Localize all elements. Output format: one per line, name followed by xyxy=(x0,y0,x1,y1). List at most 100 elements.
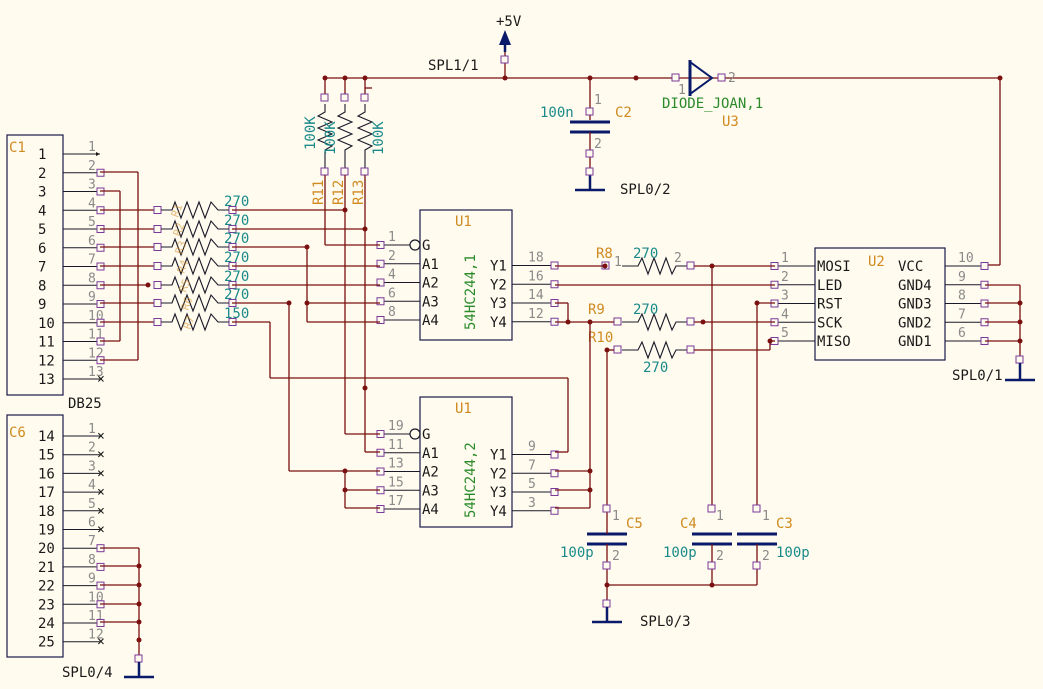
res-array-value-7: 150 xyxy=(224,306,249,322)
svg-text:1: 1 xyxy=(612,509,620,524)
power-rail: +5V SPL1/1 xyxy=(322,14,1003,266)
c1-pin-5: 5 xyxy=(38,222,46,238)
c1-pin-3: 3 xyxy=(38,185,46,201)
u2-rlabel-4: GND1 xyxy=(898,334,932,350)
c6-pin-num-14: 1 xyxy=(88,422,96,437)
u2-llabel-0: MOSI xyxy=(817,259,851,275)
c4-value: 100p xyxy=(663,545,697,561)
r12-ref: R12 xyxy=(331,180,347,205)
u2-lnum-4: 5 xyxy=(781,326,789,341)
c1-pin-num-2: 2 xyxy=(88,159,96,174)
res-array-value-2: 270 xyxy=(224,213,249,229)
c6-pin-num-17: 4 xyxy=(88,478,96,493)
u1a-pins-llabel-0: G xyxy=(422,238,430,254)
r10-ref: R10 xyxy=(588,330,613,346)
c6-pin-num-19: 6 xyxy=(88,516,96,531)
inverter-bubble-icon xyxy=(409,239,421,251)
c6-pin-21: 21 xyxy=(38,560,55,576)
u1a-pins-rnum-2: 14 xyxy=(528,288,544,303)
u1b-pins-rlabel-2: Y3 xyxy=(490,485,507,501)
c3-value: 100p xyxy=(776,545,810,561)
u1b-pins-lnum-1: 11 xyxy=(388,438,404,453)
res-pin xyxy=(153,243,162,251)
u2-rlabel-0: VCC xyxy=(898,259,923,275)
res-array-ref-2: R2 xyxy=(171,221,188,238)
c1-pin-1: 1 xyxy=(38,147,46,163)
r11-ref: R11 xyxy=(311,180,327,205)
r9-value: 270 xyxy=(633,302,658,318)
c6-pin-num-22: 9 xyxy=(88,572,96,587)
u2-lnum-2: 3 xyxy=(781,289,789,304)
u2-lnum-3: 4 xyxy=(781,307,789,322)
svg-text:1: 1 xyxy=(762,509,770,524)
res-array-value-4: 270 xyxy=(224,250,249,266)
u1a-pins-lnum-1: 2 xyxy=(388,249,396,264)
filter-capacitors: 1 2 C5 100p 1 2 C4 100p 1 2 C3 100p SPL0… xyxy=(560,504,810,630)
r13-ref: R13 xyxy=(351,180,367,205)
c1-ref: C1 xyxy=(9,140,26,156)
u1a-pins-rlabel-0: Y1 xyxy=(490,259,507,275)
c1-pin-8: 8 xyxy=(38,278,46,294)
u1b-pins-rnum-3: 3 xyxy=(528,496,536,511)
c6-pin-18: 18 xyxy=(38,504,55,520)
chip-u1a: U1 54HC244,1 1G2A14A26A38A418Y116Y214Y31… xyxy=(376,209,559,341)
res-array-value-1: 270 xyxy=(224,194,249,210)
diode-ref: U3 xyxy=(722,114,739,130)
c1-name: DB25 xyxy=(68,396,102,412)
res-pin xyxy=(153,225,162,233)
res-array-ref-6: R6 xyxy=(179,295,196,312)
c6-pin-num-21: 8 xyxy=(88,553,96,568)
gnd-label-2: SPL0/2 xyxy=(620,182,671,198)
r13-value: 100K xyxy=(371,121,387,155)
u2-rnum-3: 7 xyxy=(958,307,966,322)
gnd-label-3: SPL0/3 xyxy=(640,614,691,630)
res-pin xyxy=(153,318,162,326)
u1b-pins-llabel-1: A1 xyxy=(422,446,439,462)
chip-u2: U2 1MOSI2LED3RST4SCK5MISO10VCC9GND48GND3… xyxy=(770,247,1035,384)
c1-pin-num-4: 4 xyxy=(88,196,96,211)
u1a-pins-rnum-3: 12 xyxy=(528,307,544,322)
u1b-ref: U1 xyxy=(455,401,472,417)
nc-mark: × xyxy=(97,372,105,387)
u2-rlabel-3: GND2 xyxy=(898,315,932,331)
u1a-pins-llabel-2: A2 xyxy=(422,276,439,292)
c6-pin-num-16: 3 xyxy=(88,459,96,474)
res-pin xyxy=(153,206,162,214)
resistor-zigzag xyxy=(161,237,229,257)
u1b-pins-llabel-2: A2 xyxy=(422,465,439,481)
resistor-zigzag xyxy=(161,200,229,220)
u1b-pins-lnum-3: 15 xyxy=(388,475,404,490)
arrow-icon xyxy=(96,152,100,156)
u1b-pins-rlabel-0: Y1 xyxy=(490,448,507,464)
r11-value: 100K xyxy=(303,116,319,150)
u1b-pins-llabel-4: A4 xyxy=(422,502,439,518)
c6-pin-17: 17 xyxy=(38,485,55,501)
c1-routing xyxy=(100,171,158,361)
c6-pin-num-15: 2 xyxy=(88,441,96,456)
res-pin xyxy=(153,262,162,270)
svg-text:1: 1 xyxy=(594,93,602,108)
u2-rlabel-1: GND4 xyxy=(898,278,932,294)
res-array-ref-5: R5 xyxy=(177,277,194,294)
res-array-ref-4: R4 xyxy=(175,258,192,275)
c2-ref: C2 xyxy=(615,105,632,121)
svg-text:2: 2 xyxy=(674,251,682,266)
c6-pin-24: 24 xyxy=(38,616,55,632)
c1-pin-num-8: 8 xyxy=(88,271,96,286)
u1a-name: 54HC244,1 xyxy=(463,254,479,330)
inverter-bubble-icon xyxy=(409,428,421,440)
gnd-label-1: SPL0/1 xyxy=(952,368,1003,384)
c6-pin-num-25: 12 xyxy=(88,628,104,643)
resistor-zigzag xyxy=(161,256,229,276)
u2-rnum-0: 10 xyxy=(958,251,974,266)
nc-mark: × xyxy=(97,523,105,538)
u1b-pins-llabel-0: G xyxy=(422,427,430,443)
c3-ref: C3 xyxy=(776,516,793,532)
u2-llabel-3: SCK xyxy=(817,315,843,331)
r10-value: 270 xyxy=(643,360,668,376)
u2-rnum-1: 9 xyxy=(958,270,966,285)
u1b-pins-lnum-0: 19 xyxy=(388,419,404,434)
nc-mark: × xyxy=(97,504,105,519)
